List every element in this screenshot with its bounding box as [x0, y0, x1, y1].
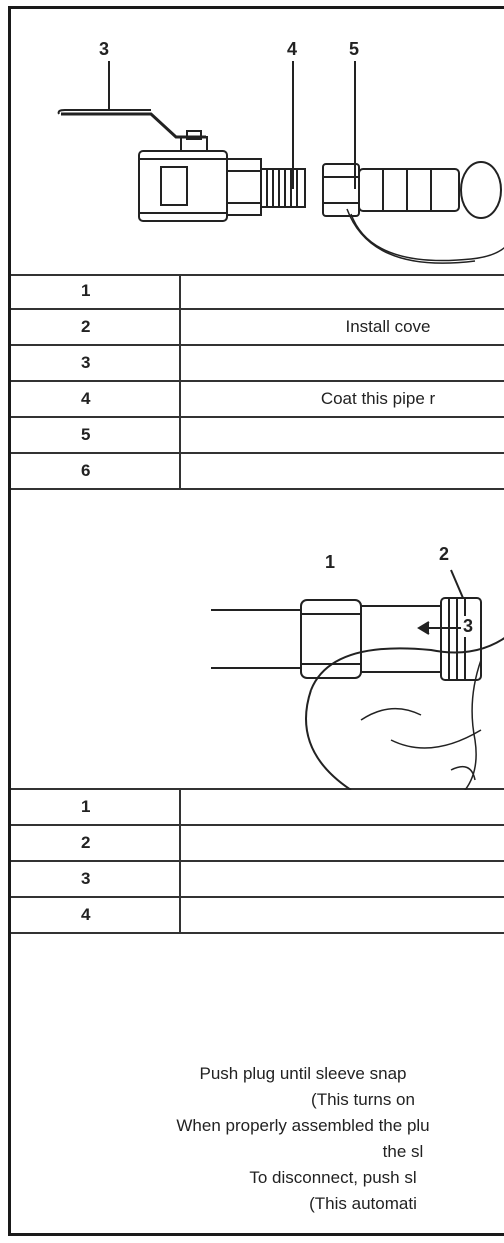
note-line: the sl: [382, 1142, 424, 1161]
table-row: 3: [11, 862, 504, 898]
table-row: 1: [11, 274, 504, 310]
row-text: [181, 898, 504, 932]
table-row: 4: [11, 898, 504, 934]
table-row: 6: [11, 454, 504, 490]
coupler-connection-drawing: [211, 569, 504, 790]
row-number: 3: [11, 346, 181, 380]
callout-label: 5: [349, 39, 360, 59]
valve-assembly-drawing: [57, 61, 504, 264]
row-number: 2: [11, 826, 181, 860]
table-row: 2 Install cove: [11, 310, 504, 346]
note-line: To disconnect, push sl: [249, 1168, 417, 1187]
row-number: 3: [11, 862, 181, 896]
row-number: 1: [11, 790, 181, 824]
table-row: 1: [11, 790, 504, 826]
row-number: 6: [11, 454, 181, 488]
valve-assembly-illustration: 3 4 5: [11, 9, 504, 276]
coupler-connection-illustration: 1 2 3: [11, 490, 504, 790]
row-text: [181, 790, 504, 824]
table-row: 4 Coat this pipe r: [11, 382, 504, 418]
row-text: [181, 346, 504, 380]
row-text: [181, 418, 504, 452]
row-text: Coat this pipe r: [320, 389, 436, 408]
callout-label: 3: [99, 39, 110, 59]
assembly-notes: Push plug until sleeve snap (This turns …: [11, 1061, 504, 1217]
row-text: [181, 826, 504, 860]
note-line: (This automati: [309, 1194, 417, 1213]
callout-label: 3: [461, 616, 476, 637]
note-line: When properly assembled the plu: [176, 1116, 430, 1135]
table-row: 3: [11, 346, 504, 382]
note-line: Push plug until sleeve snap: [199, 1064, 407, 1083]
row-text: Install cove: [345, 317, 431, 336]
table-row: 5: [11, 418, 504, 454]
callout-label: 4: [287, 39, 298, 59]
row-number: 2: [11, 310, 181, 344]
row-text: [181, 274, 504, 308]
row-text: [181, 862, 504, 896]
callout-label: 1: [325, 552, 336, 572]
table-row: 2: [11, 826, 504, 862]
document-frame: 3 4 5 1 2 Install cove 3 4 Coat this pip…: [8, 6, 504, 1236]
callout-label: 2: [439, 544, 450, 564]
note-line: (This turns on: [311, 1090, 415, 1109]
row-text: [181, 454, 504, 488]
row-number: 4: [11, 898, 181, 932]
row-number: 5: [11, 418, 181, 452]
row-number: 1: [11, 274, 181, 308]
row-number: 4: [11, 382, 181, 416]
